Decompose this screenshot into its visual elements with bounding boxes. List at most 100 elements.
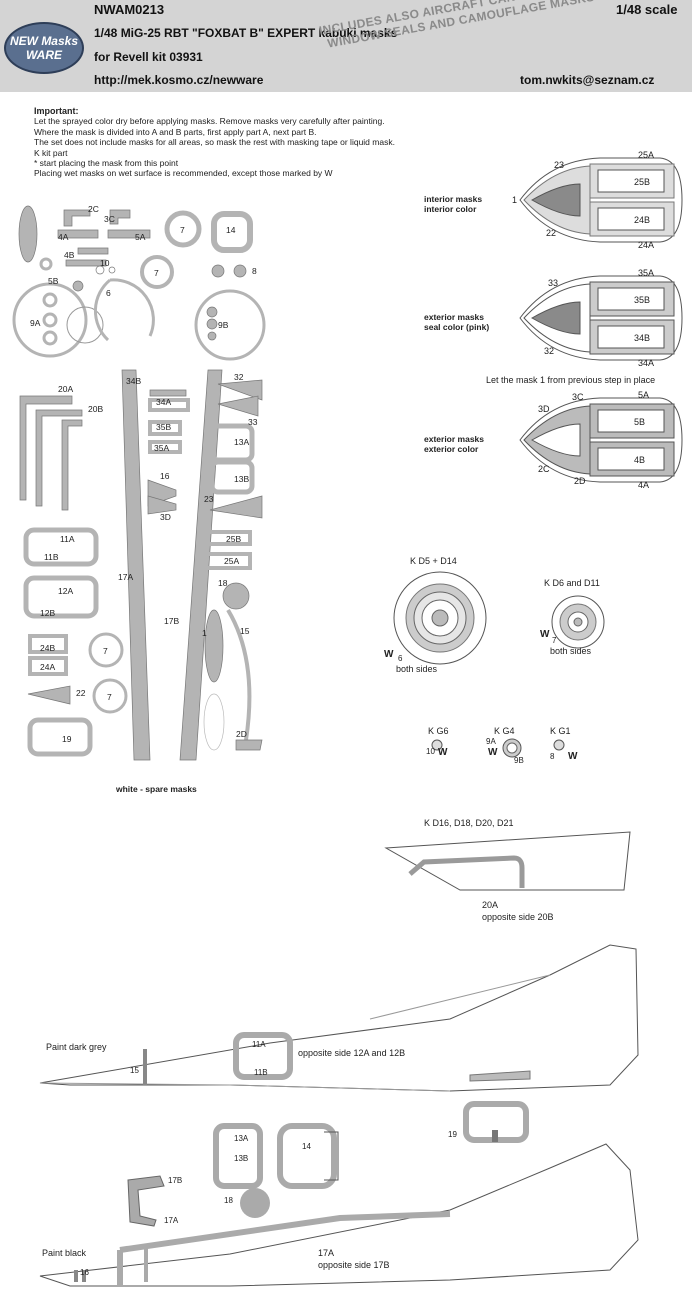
mask-15-arc: [226, 608, 252, 741]
mask-20a-frame: [19, 395, 73, 501]
mask-24b-frame: [28, 634, 68, 654]
wet-mark: W: [438, 747, 448, 758]
wet-mark: W: [488, 747, 498, 758]
g1-title: K G1: [550, 726, 571, 736]
seal-line-2: seal color (pink): [424, 322, 490, 332]
mask-12a-frame: [23, 575, 99, 619]
g6-wheel-diagram: [431, 739, 443, 751]
mask-25a-frame: [198, 552, 252, 570]
g1-wheel-diagram: [553, 739, 565, 751]
sheet-label: 4A: [58, 232, 69, 242]
mask-7d-ring: [92, 678, 128, 714]
sheet-label: 11B: [44, 552, 59, 562]
sheet-label: 16: [160, 471, 170, 481]
g6-title: K G6: [428, 726, 449, 736]
sheet-label: 1: [202, 628, 207, 638]
email-link[interactable]: tom.nwkits@seznam.cz: [520, 73, 655, 87]
mask-18-disc: [222, 582, 250, 610]
mask-34b-shape: [149, 389, 187, 397]
g4-mask-a: 9A: [486, 737, 496, 746]
website-link[interactable]: http://mek.kosmo.cz/newware: [94, 73, 264, 87]
canopy-label: 4A: [638, 480, 649, 490]
g1-mask: 8: [550, 752, 555, 761]
mask-6d-arc: [93, 278, 111, 342]
exterior-masks-label: exterior masks exterior color: [424, 434, 484, 454]
wheel-1-note: both sides: [396, 664, 438, 674]
sheet-label: 34A: [156, 397, 171, 407]
g4-wheel-diagram: [502, 738, 522, 758]
sheet-label: 17B: [164, 616, 179, 626]
mask-11a-frame: [23, 527, 99, 567]
mask-13-part: [213, 1123, 339, 1189]
fin-title: K D16, D18, D20, D21: [424, 818, 514, 828]
wheel-2-mask: 7: [552, 636, 557, 645]
sheet-label: 2C: [88, 204, 99, 214]
g4-mask-b: 9B: [514, 756, 524, 765]
canopy-label: 24A: [638, 240, 654, 250]
sheet-label: 24B: [40, 643, 55, 653]
mask-3d-chevron: [147, 495, 177, 515]
sheet-label: 12A: [58, 586, 73, 596]
mask-7c-ring: [88, 632, 124, 668]
fuselage-upper-diagram: [39, 944, 639, 1092]
nose-wheel-diagram: [551, 595, 605, 649]
canopy-diagram-interior: 23 25A 25B 24B 22 24A 1: [512, 150, 683, 250]
sheet-label: 2D: [236, 729, 247, 739]
g4-title: K G4: [494, 726, 515, 736]
mask-4b-shape: [77, 247, 109, 255]
sheet-label: 18: [218, 578, 228, 588]
sheet-label: 35B: [156, 422, 171, 432]
mask-34a-shape: [148, 398, 190, 412]
wet-mark: W: [568, 751, 578, 762]
mask-16-label: 16: [80, 1268, 89, 1277]
sheet-label: 17A: [118, 572, 133, 582]
sheet-label: 5A: [135, 232, 146, 242]
canopy-label: 4B: [634, 455, 645, 465]
interior-line-1: interior masks: [424, 194, 483, 204]
mask-9b-dot1: [206, 306, 218, 318]
mask-1c-oval: [203, 693, 225, 751]
wheel-1-mask: 6: [398, 654, 403, 663]
sheet-label: 14: [226, 225, 236, 235]
mask-9a-dot: [39, 257, 53, 271]
mask-3c-shape: [109, 209, 131, 225]
mask-17b-label: 17B: [168, 1176, 183, 1185]
sheet-label: 13A: [234, 437, 249, 447]
mask-6-ring: [12, 282, 88, 358]
sheet-label: 19: [62, 734, 72, 744]
scale-label: 1/48 scale: [616, 2, 678, 17]
canopy-label: 5B: [634, 417, 645, 427]
mask-1-shape: [18, 205, 38, 263]
mask-7-ring: [164, 210, 202, 248]
mask-13b-label: 13B: [234, 1154, 249, 1163]
mask-10-dot: [95, 265, 105, 275]
instruction-line: Placing wet masks on wet surface is reco…: [34, 168, 333, 179]
interior-line-2: interior color: [424, 204, 477, 214]
step-note: Let the mask 1 from previous step in pla…: [486, 375, 656, 385]
mask-9a2-dot: [42, 292, 58, 308]
mask-35b-shape: [148, 420, 182, 436]
wheel-1-title: K D5 + D14: [410, 556, 457, 566]
canopy-diagram-seal: 33 35A 35B 34B 32 34A: [519, 268, 683, 368]
mask-8-dot: [211, 264, 225, 278]
sheet-label: 8: [252, 266, 257, 276]
mask-20b-frame: [35, 409, 83, 507]
canopy-label: 35A: [638, 268, 654, 278]
interior-masks-label: interior masks interior color: [424, 194, 482, 214]
sheet-label: 15: [240, 626, 250, 636]
sheet-label: 34B: [126, 376, 141, 386]
canopy-label: 25A: [638, 150, 654, 160]
instruction-line: K kit part: [34, 147, 68, 158]
seal-masks-label: exterior masks seal color (pink): [424, 312, 489, 332]
logo-text-1: NEW Masks: [9, 34, 79, 48]
sheet-label: 25A: [224, 556, 239, 566]
sheet-label: 23: [204, 494, 214, 504]
sheet-label: 3D: [160, 512, 171, 522]
mask-9b-dot3: [207, 331, 217, 341]
mask-10b-dot: [108, 266, 116, 274]
mask-sheet: 2C 3C 4A 5A 4B 10 5B 6 7 14 8 9A 9B 7 34…: [12, 204, 266, 761]
wheel-2-note: both sides: [550, 646, 592, 656]
mask-7b-ring: [140, 255, 174, 289]
canopy-label: 34A: [638, 358, 654, 368]
canopy-label: 23: [554, 160, 564, 170]
